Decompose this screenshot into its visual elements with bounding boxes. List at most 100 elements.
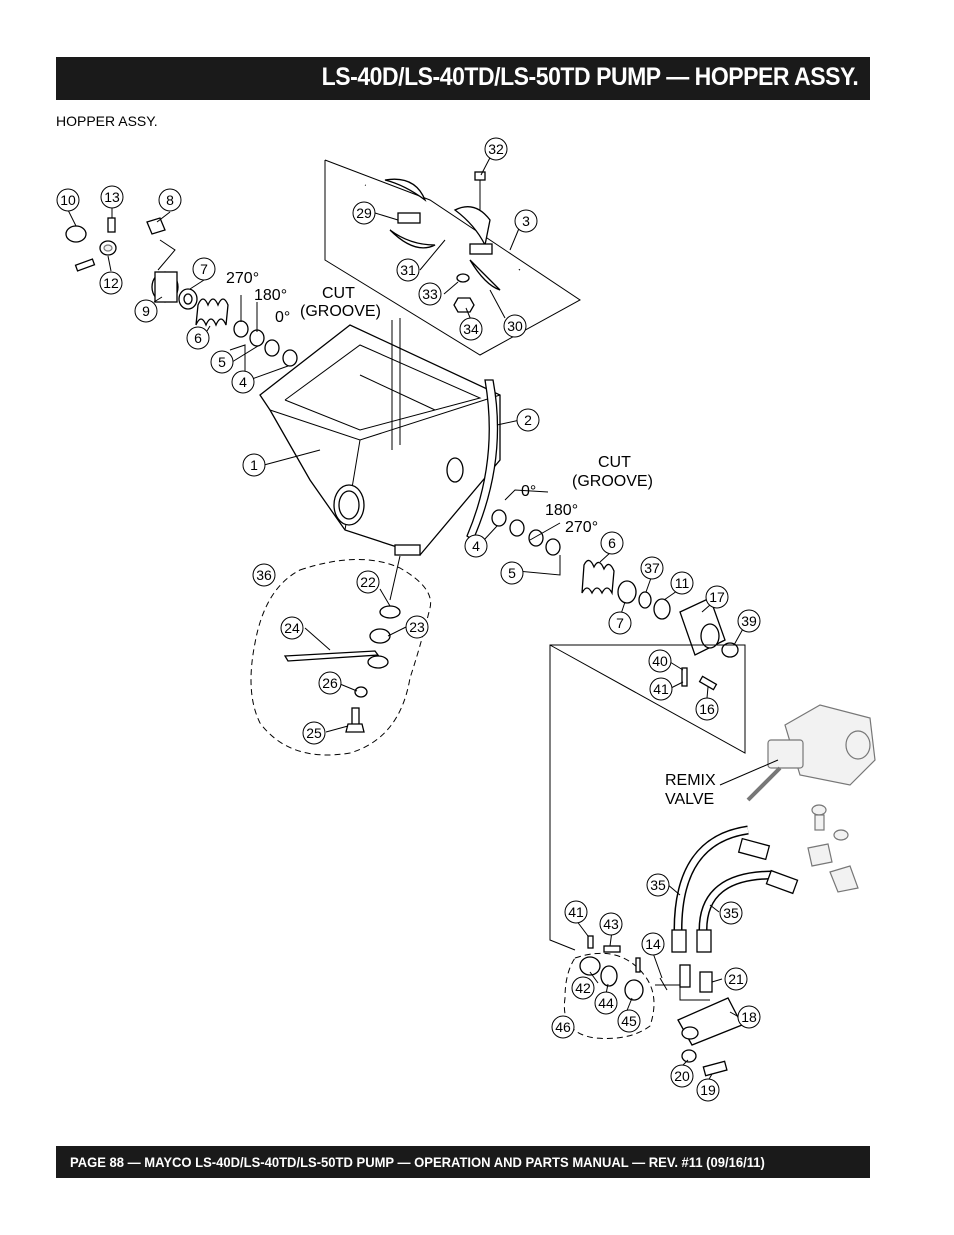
- callout-43: 43: [599, 912, 623, 936]
- callout-10: 10: [56, 188, 80, 212]
- callout-number: 24: [284, 620, 300, 636]
- callout-7: 7: [608, 611, 632, 635]
- callout-number: 31: [400, 262, 416, 278]
- svg-text:180°: 180°: [254, 287, 287, 304]
- callout-22: 22: [356, 570, 380, 594]
- annotation-right: CUT (GROOVE) 0° 180° 270°: [521, 454, 653, 536]
- callout-number: 2: [524, 412, 532, 428]
- callout-1: 1: [242, 453, 266, 477]
- callout-6: 6: [600, 531, 624, 555]
- callout-35: 35: [719, 901, 743, 925]
- callout-number: 45: [621, 1013, 637, 1029]
- annotation-remix: REMIX VALVE: [665, 772, 716, 808]
- callout-number: 6: [194, 330, 202, 346]
- callout-number: 8: [166, 192, 174, 208]
- callout-number: 4: [472, 538, 480, 554]
- svg-text:VALVE: VALVE: [665, 791, 714, 808]
- callout-number: 40: [652, 653, 668, 669]
- callout-number: 7: [200, 261, 208, 277]
- callout-number: 11: [675, 575, 690, 591]
- callout-41: 41: [649, 677, 673, 701]
- callout-number: 39: [741, 613, 757, 629]
- callout-number: 5: [508, 565, 516, 581]
- callout-8: 8: [158, 188, 182, 212]
- callout-number: 30: [507, 318, 523, 334]
- page-footer-bar: PAGE 88 — MAYCO LS-40D/LS-40TD/LS-50TD P…: [56, 1146, 870, 1178]
- annotation-top: CUT (GROOVE) 270° 180° 0°: [226, 270, 381, 326]
- page-title: LS-40D/LS-40TD/LS-50TD PUMP — HOPPER ASS…: [321, 63, 858, 91]
- callout-number: 35: [650, 877, 666, 893]
- callout-32: 32: [484, 137, 508, 161]
- callout-37: 37: [640, 556, 664, 580]
- callout-16: 16: [695, 697, 719, 721]
- callout-4: 4: [231, 370, 255, 394]
- left-drive-parts: [65, 217, 298, 372]
- callout-33: 33: [418, 282, 442, 306]
- callout-number: 33: [422, 286, 438, 302]
- page-footer: PAGE 88 — MAYCO LS-40D/LS-40TD/LS-50TD P…: [70, 1154, 765, 1170]
- remix-valve: [746, 704, 876, 893]
- remix-leader: [719, 759, 779, 786]
- callout-number: 5: [218, 354, 226, 370]
- callout-number: 41: [653, 681, 669, 697]
- callout-number: 12: [103, 275, 119, 291]
- grate-assy-outline: [250, 558, 432, 756]
- hoses: [671, 825, 799, 953]
- callout-5: 5: [210, 350, 234, 374]
- callout-36: 36: [252, 563, 276, 587]
- callout-number: 34: [463, 321, 479, 337]
- callout-30: 30: [503, 314, 527, 338]
- callout-number: 44: [598, 995, 614, 1011]
- callout-23: 23: [405, 615, 429, 639]
- callout-number: 32: [488, 141, 504, 157]
- callout-number: 22: [360, 574, 376, 590]
- callout-number: 41: [568, 904, 584, 920]
- valve-block-parts: [579, 935, 743, 1077]
- callout-number: 21: [728, 971, 744, 987]
- agitator-shaft: [364, 178, 521, 291]
- callout-number: 19: [700, 1082, 716, 1098]
- callout-35: 35: [646, 873, 670, 897]
- callout-3: 3: [514, 209, 538, 233]
- hopper-body: [259, 318, 501, 556]
- callout-number: 23: [409, 619, 425, 635]
- callout-number: 3: [522, 213, 530, 229]
- callout-24: 24: [280, 616, 304, 640]
- callout-14: 14: [641, 932, 665, 956]
- callout-29: 29: [352, 201, 376, 225]
- callout-number: 9: [142, 303, 150, 319]
- svg-text:270°: 270°: [226, 270, 259, 287]
- callout-number: 17: [709, 589, 725, 605]
- callout-26: 26: [318, 671, 342, 695]
- callout-number: 42: [575, 980, 591, 996]
- grate-parts: [283, 555, 401, 733]
- callout-42: 42: [571, 976, 595, 1000]
- svg-text:180°: 180°: [545, 502, 578, 519]
- agitator-outline: [324, 159, 581, 356]
- callout-11: 11: [670, 571, 694, 595]
- callout-number: 4: [239, 374, 247, 390]
- agitator-bolt: [453, 171, 486, 313]
- svg-text:270°: 270°: [565, 519, 598, 536]
- callout-12: 12: [99, 271, 123, 295]
- callout-19: 19: [696, 1078, 720, 1102]
- callout-number: 18: [741, 1009, 757, 1025]
- svg-text:CUT: CUT: [322, 285, 355, 302]
- callout-number: 37: [644, 560, 660, 576]
- page-title-bar: LS-40D/LS-40TD/LS-50TD PUMP — HOPPER ASS…: [56, 57, 870, 100]
- callout-41: 41: [564, 900, 588, 924]
- callout-6: 6: [186, 326, 210, 350]
- callout-13: 13: [100, 185, 124, 209]
- callout-17: 17: [705, 585, 729, 609]
- callout-39: 39: [737, 609, 761, 633]
- callout-18: 18: [737, 1005, 761, 1029]
- callout-number: 29: [356, 205, 372, 221]
- right-drive-parts: [491, 489, 739, 691]
- callout-44: 44: [594, 991, 618, 1015]
- callout-7: 7: [192, 257, 216, 281]
- pump-leader: [549, 644, 746, 951]
- callout-20: 20: [670, 1064, 694, 1088]
- callout-number: 20: [674, 1068, 690, 1084]
